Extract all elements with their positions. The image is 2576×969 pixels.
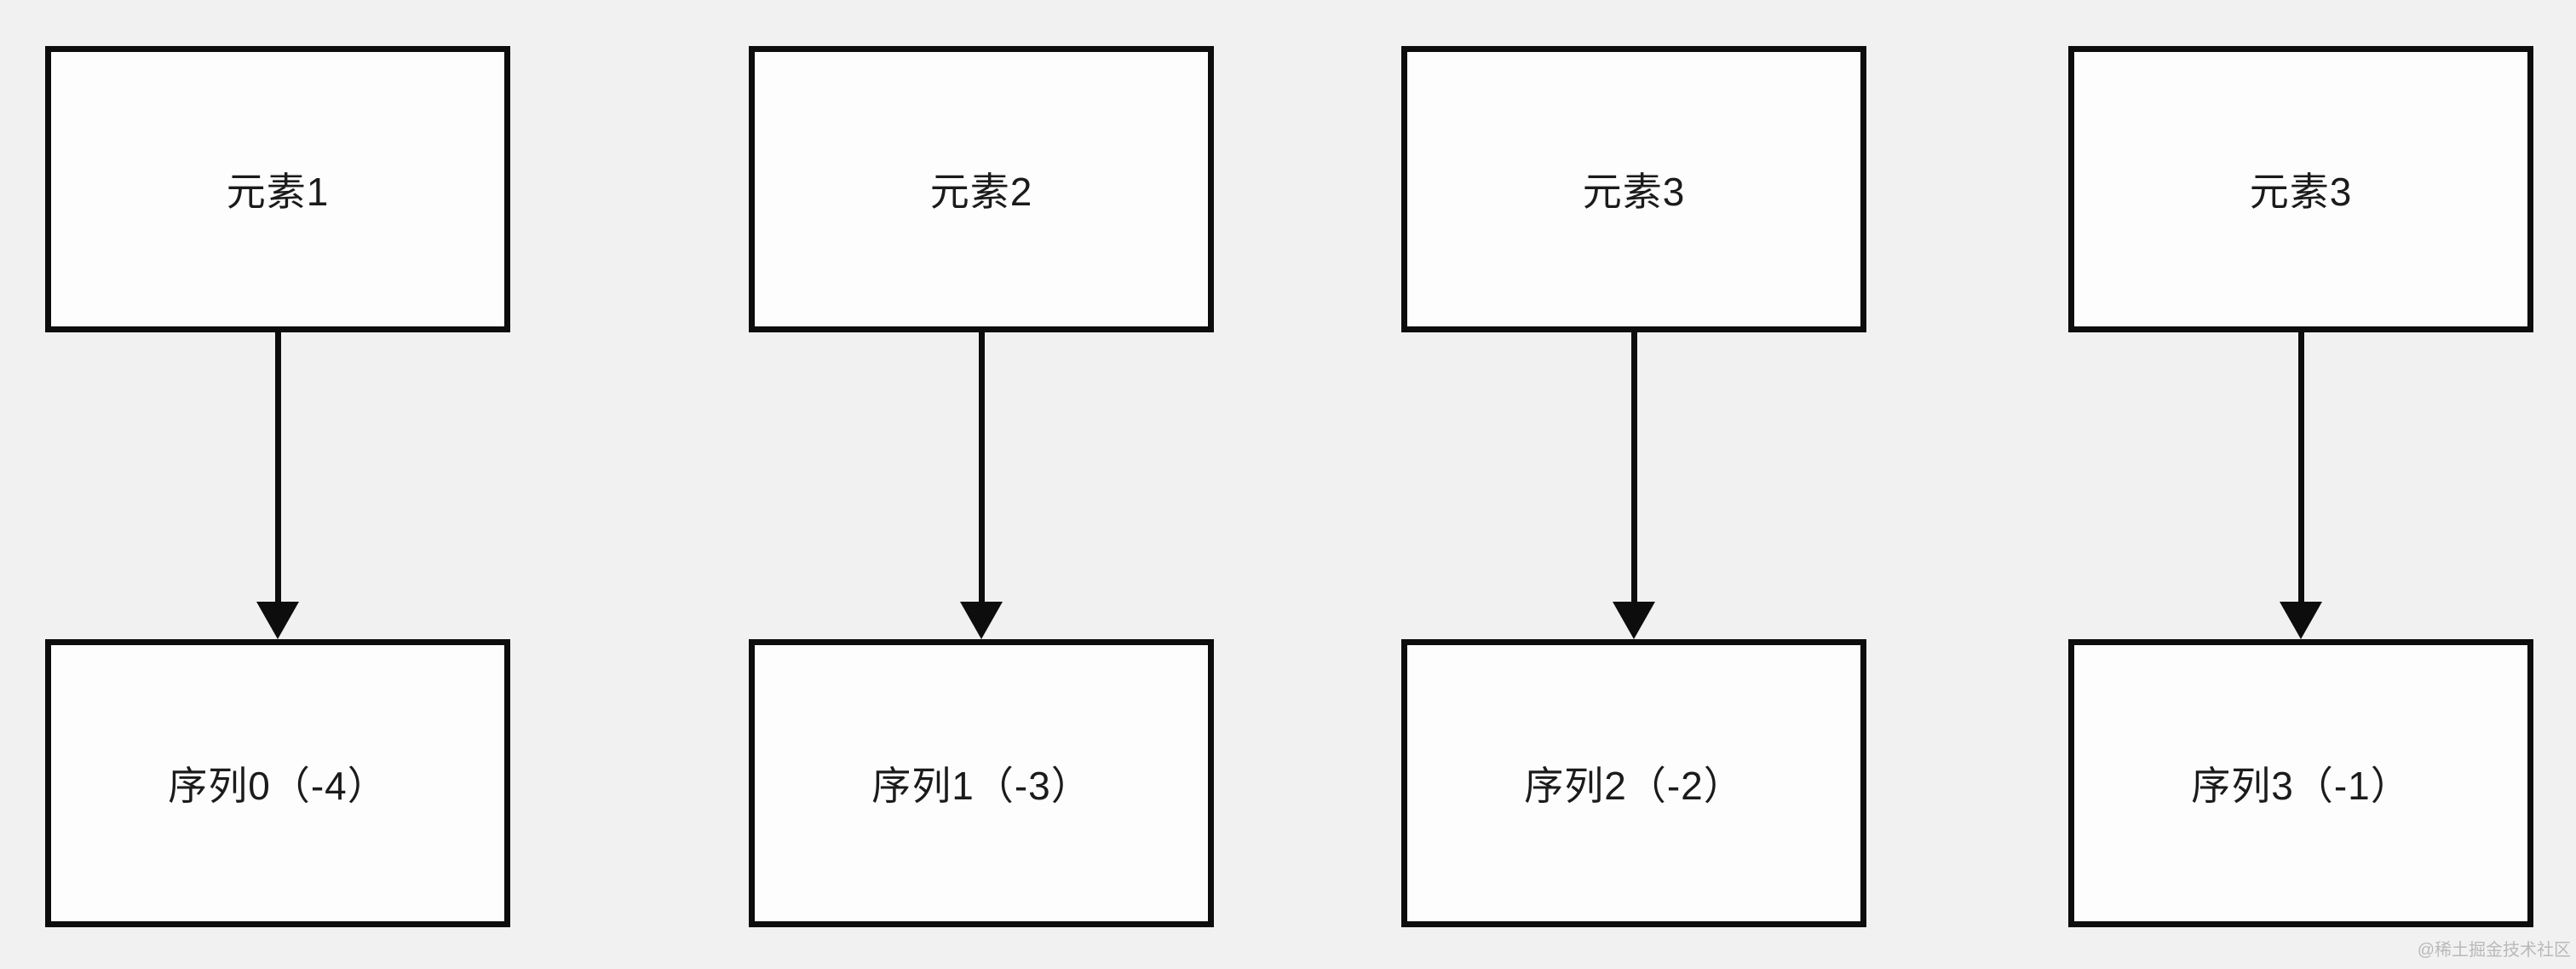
target-node-4: 序列3（-1） bbox=[2068, 639, 2533, 927]
down-arrow-2 bbox=[960, 332, 1003, 639]
arrow-head-icon bbox=[256, 602, 299, 639]
diagram-column-4: 元素3 序列3（-1） bbox=[2068, 46, 2533, 927]
arrow-head-icon bbox=[1613, 602, 1655, 639]
arrow-line bbox=[274, 332, 281, 602]
diagram-column-2: 元素2 序列1（-3） bbox=[749, 46, 1214, 927]
down-arrow-1 bbox=[256, 332, 299, 639]
diagram-column-3: 元素3 序列2（-2） bbox=[1401, 46, 1866, 927]
arrow-line bbox=[978, 332, 985, 602]
arrow-line bbox=[1630, 332, 1637, 602]
diagram-column-1: 元素1 序列0（-4） bbox=[45, 46, 510, 927]
arrow-head-icon bbox=[960, 602, 1003, 639]
source-node-2: 元素2 bbox=[749, 46, 1214, 332]
arrow-head-icon bbox=[2280, 602, 2322, 639]
source-node-4: 元素3 bbox=[2068, 46, 2533, 332]
watermark: @稀土掘金技术社区 bbox=[2417, 941, 2571, 960]
target-node-3-label: 序列2（-2） bbox=[1524, 764, 1744, 808]
source-node-1-label: 元素1 bbox=[226, 170, 330, 214]
target-node-3: 序列2（-2） bbox=[1401, 639, 1866, 927]
target-node-4-label: 序列3（-1） bbox=[2191, 764, 2411, 808]
target-node-2-label: 序列1（-3） bbox=[871, 764, 1091, 808]
source-node-4-label: 元素3 bbox=[2249, 170, 2353, 214]
target-node-2: 序列1（-3） bbox=[749, 639, 1214, 927]
target-node-1: 序列0（-4） bbox=[45, 639, 510, 927]
source-node-3-label: 元素3 bbox=[1582, 170, 1686, 214]
down-arrow-3 bbox=[1613, 332, 1655, 639]
source-node-3: 元素3 bbox=[1401, 46, 1866, 332]
arrow-line bbox=[2297, 332, 2304, 602]
down-arrow-4 bbox=[2280, 332, 2322, 639]
target-node-1-label: 序列0（-4） bbox=[168, 764, 388, 808]
source-node-2-label: 元素2 bbox=[929, 170, 1033, 214]
source-node-1: 元素1 bbox=[45, 46, 510, 332]
